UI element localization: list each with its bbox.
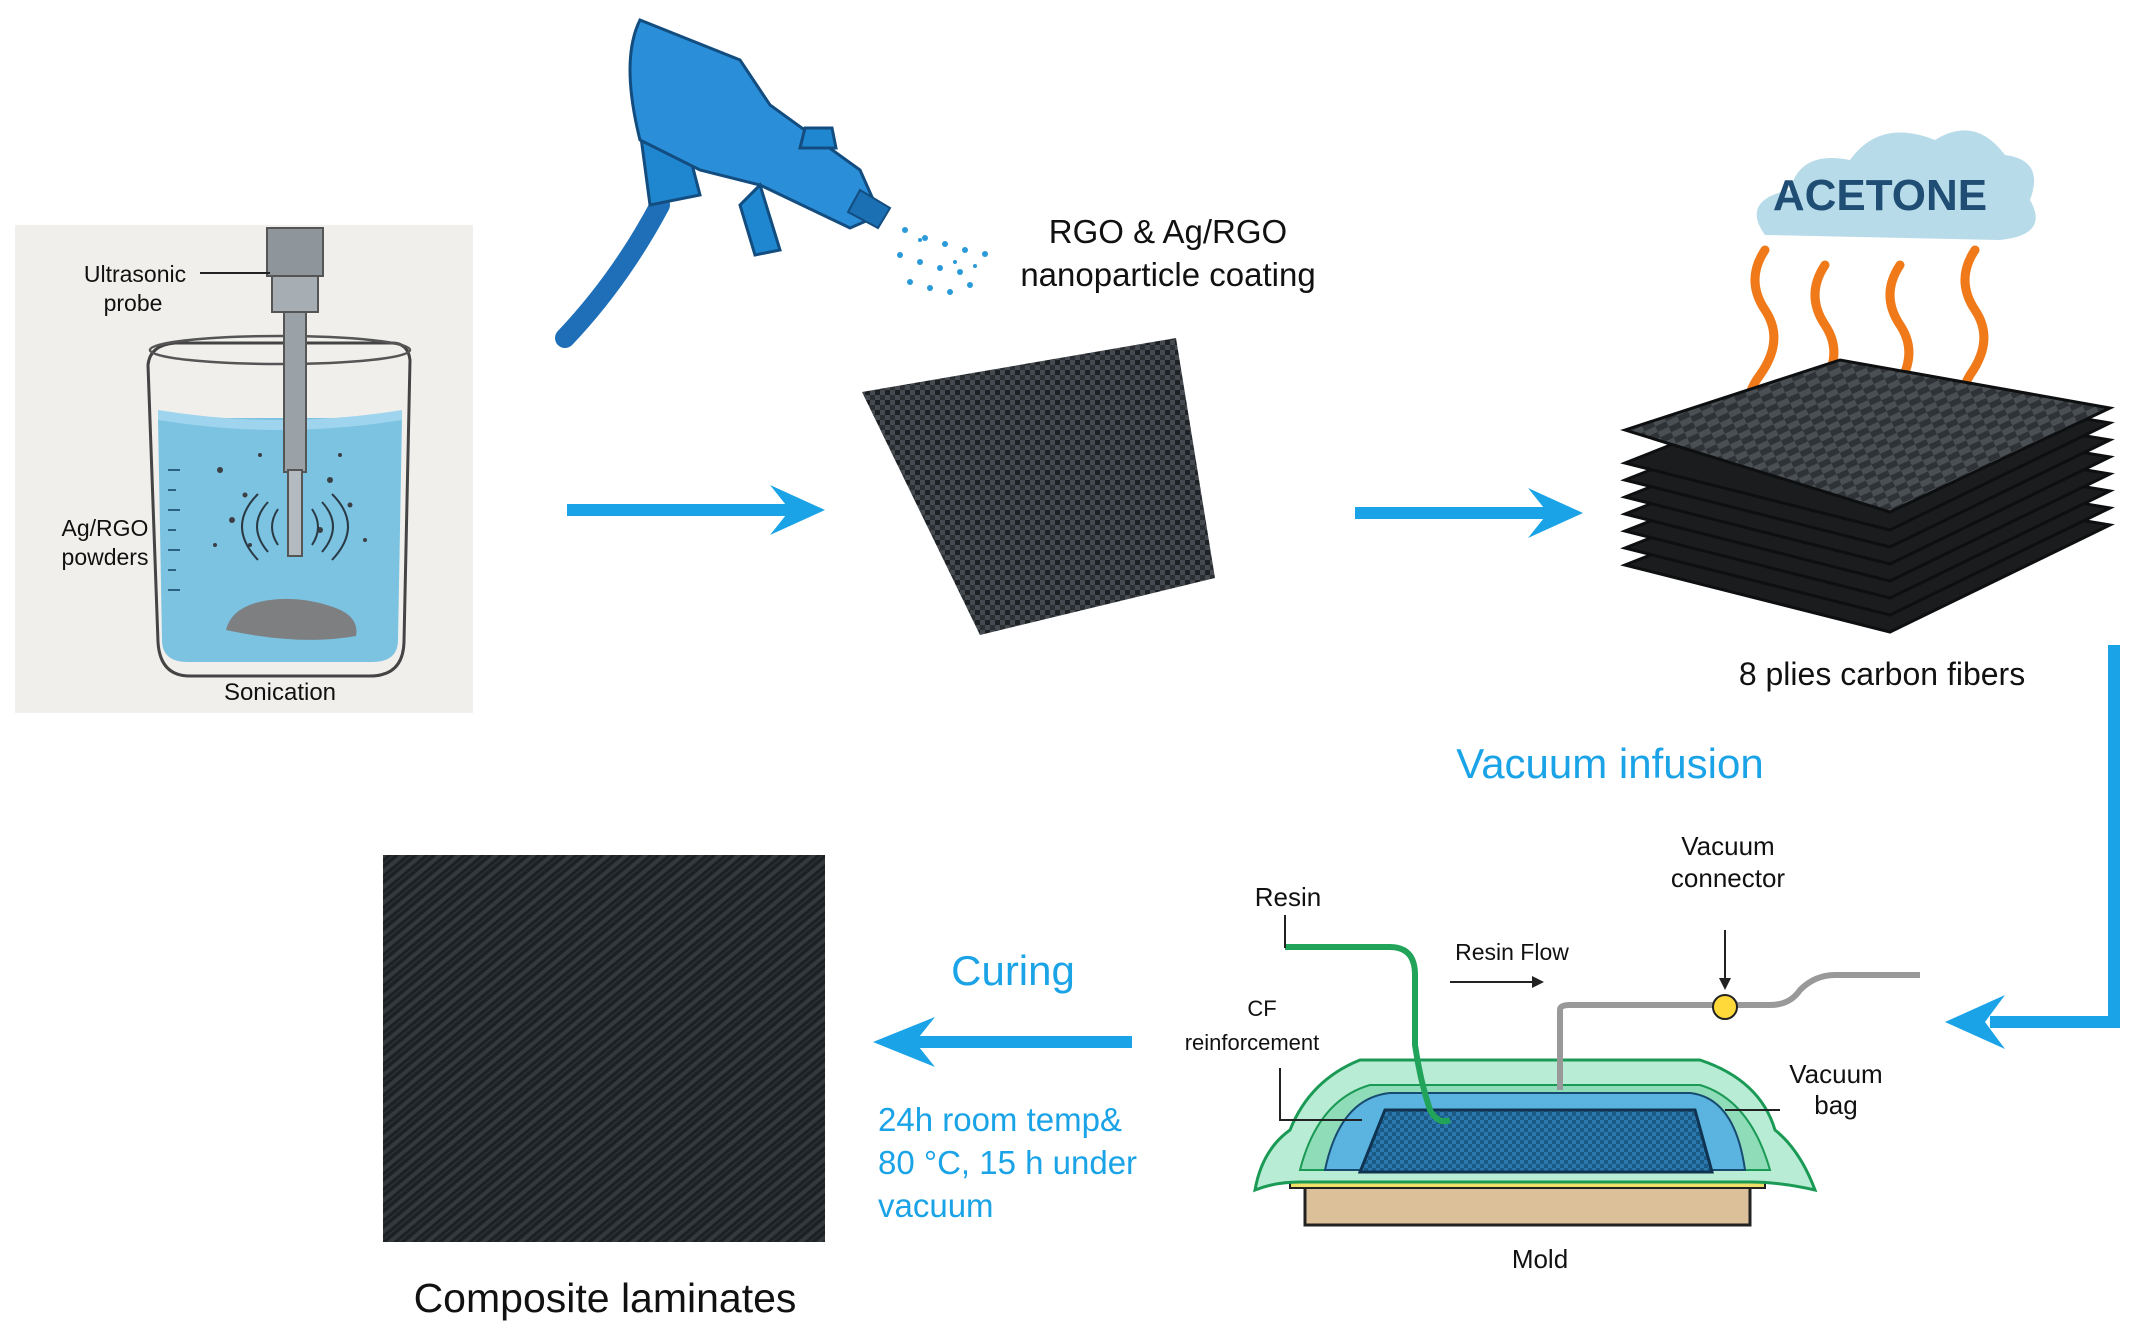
resin-flow-label: Resin Flow — [1455, 939, 1569, 965]
arrow-infusion-to-laminate — [873, 1017, 1132, 1067]
cf-reinforcement — [1357, 1108, 1714, 1174]
curing-title: Curing — [951, 947, 1075, 994]
beaker-liquid-top — [158, 410, 402, 430]
spray-mist — [897, 227, 988, 295]
ultrasonic-waves — [241, 493, 349, 561]
arrow-coating-to-stack — [1355, 488, 1583, 538]
coating-label-line1: RGO & Ag/RGO — [1049, 213, 1287, 250]
beaker-liquid — [158, 418, 402, 662]
graduation-marks — [168, 469, 180, 591]
arrow-sonication-to-coating — [567, 485, 825, 535]
sonication-caption: Sonication — [224, 679, 336, 706]
curing-condition-line2: 80 °C, 15 h under — [878, 1144, 1137, 1181]
vacuum-connector-label-line2: connector — [1671, 863, 1786, 893]
resin-line — [1285, 944, 1452, 1125]
laminate-caption: Composite laminates — [414, 1275, 797, 1321]
ultrasonic-probe-icon — [266, 227, 324, 557]
composite-laminate-image — [383, 855, 825, 1242]
acetone-cloud: ACETONE — [1756, 130, 2036, 240]
coated-carbon-sheet — [862, 338, 1215, 635]
carbon-ply-stack — [1620, 358, 2115, 634]
probe-label-line2: probe — [104, 290, 163, 316]
sonication-panel: Ultrasonic probe Ag/RGO powders Sonicati… — [15, 225, 473, 713]
acetone-text: ACETONE — [1773, 171, 1987, 220]
powder-label-line2: powders — [62, 544, 149, 570]
powder-pile — [226, 598, 357, 640]
curing-condition-line3: vacuum — [878, 1187, 994, 1224]
curing-condition-line1: 24h room temp& — [878, 1101, 1122, 1138]
coating-label-line2: nanoparticle coating — [1020, 256, 1315, 293]
vacuum-connector-label-line1: Vacuum — [1681, 831, 1774, 861]
powder-label-line1: Ag/RGO — [62, 515, 149, 541]
infusion-title: Vacuum infusion — [1456, 740, 1763, 787]
mold-icon — [1303, 1183, 1752, 1227]
vacuum-bag-label-line1: Vacuum — [1789, 1059, 1882, 1089]
vacuum-bag-label-line2: bag — [1814, 1090, 1857, 1120]
infusion-setup: Resin Resin Flow CF reinforcement Vacuum… — [1185, 831, 1920, 1274]
resin-label: Resin — [1255, 882, 1321, 912]
vacuum-connector-icon — [1712, 994, 1738, 1020]
beaker-icon — [146, 341, 412, 678]
vacuum-line — [1557, 972, 1920, 1090]
spray-gun-icon — [555, 18, 892, 348]
arrow-stack-to-infusion — [1945, 645, 2120, 1049]
probe-label-line1: Ultrasonic — [84, 261, 186, 287]
cf-label-line2: reinforcement — [1185, 1030, 1320, 1055]
cf-label-line1: CF — [1247, 996, 1276, 1021]
mold-label: Mold — [1512, 1244, 1568, 1274]
stack-caption: 8 plies carbon fibers — [1739, 656, 2025, 692]
